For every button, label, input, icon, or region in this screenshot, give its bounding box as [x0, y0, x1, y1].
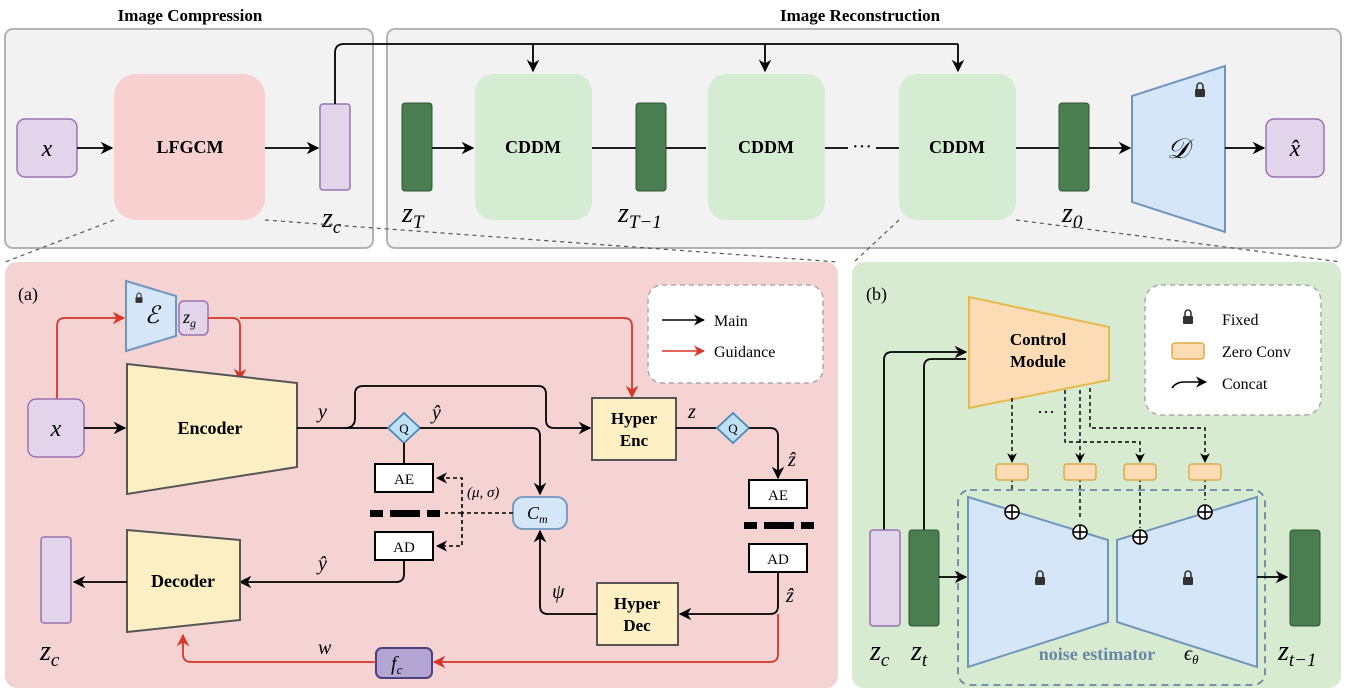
control-module-line1: Control [1010, 330, 1067, 349]
legend-main-label: Main [714, 313, 748, 330]
control-dots: ··· [1037, 402, 1055, 422]
cddm-block-3 [899, 74, 1016, 220]
zc-symbol: zc [321, 203, 342, 238]
zT-symbol: zT [401, 198, 425, 233]
zT-latent [401, 102, 433, 192]
noise-estimator-frame [957, 489, 1266, 686]
legend-concat-label: Concat [1222, 376, 1268, 393]
decoder-block [126, 528, 241, 634]
cddm-block-1 [475, 74, 592, 220]
panel-a-zc-latent [40, 536, 72, 624]
mu-sigma-label: (μ, σ) [467, 485, 499, 501]
cddm-label-2: CDDM [738, 137, 794, 157]
zhat-top-symbol: ẑ [787, 449, 796, 471]
panel-a-label: (a) [18, 284, 38, 305]
panel-b-zc-symbol: zc [869, 636, 890, 671]
panel-b-label: (b) [866, 284, 887, 305]
panel-b-zt-latent [908, 529, 940, 627]
reconstruction-panel [386, 28, 1342, 249]
panel-a-zc-symbol: zc [39, 636, 60, 671]
lfgcm-label: LFGCM [157, 137, 224, 157]
hyper-decoder-block [596, 582, 679, 646]
control-module-block [968, 295, 1110, 410]
noise-estimator-label: noise estimator [1039, 644, 1155, 664]
chain-ellipsis: ··· [852, 136, 872, 158]
zero-conv-3 [1123, 463, 1157, 481]
ae-label-left: AE [394, 472, 414, 488]
psi-symbol: ψ [552, 581, 565, 603]
legend-zero-conv-label: Zero Conv [1222, 344, 1291, 361]
encoder-e-symbol: ℰ [145, 303, 162, 329]
panel-b-zt-1-symbol: zt−1 [1277, 636, 1317, 671]
panel-b-zt-1-latent [1289, 529, 1321, 627]
quantizer-q1-label: Q [399, 421, 409, 436]
cddm-label-1: CDDM [505, 137, 561, 157]
w-symbol: w [318, 637, 332, 659]
panel-b-zc-latent [869, 529, 901, 627]
control-module-line2: Module [1010, 352, 1066, 371]
z0-symbol: z0 [1061, 198, 1083, 233]
cm-symbol: Cm [527, 503, 548, 526]
panel-a-x-label: x [50, 416, 62, 442]
hyper-dec-line2: Dec [623, 616, 651, 635]
y-symbol: y [316, 401, 327, 423]
bitstream-right [744, 522, 814, 529]
zero-conv-4 [1188, 463, 1222, 481]
encoder-block [126, 362, 298, 496]
quantizer-q2 [715, 411, 751, 445]
ad-block-left [374, 531, 434, 561]
panel-b-zt-symbol: zt [910, 636, 928, 671]
ae-label-right: AE [768, 488, 788, 504]
cddm-label-3: CDDM [929, 137, 985, 157]
reconstruction-title: Image Reconstruction [780, 6, 941, 25]
z0-latent [1058, 102, 1090, 192]
hyper-enc-line2: Enc [620, 431, 649, 450]
encoder-label: Encoder [178, 418, 243, 438]
output-xhat-label: x̂ [1289, 136, 1301, 162]
zhat-bottom-symbol: ẑ [785, 585, 794, 607]
yhat-top-symbol: ŷ [430, 402, 441, 424]
control-signals [1007, 388, 1210, 528]
legend-fixed-label: Fixed [1222, 312, 1258, 329]
bitstream-left [370, 510, 440, 517]
ae-block-right [748, 479, 808, 509]
input-x-label: x [41, 136, 53, 162]
zg-symbol: zg [182, 307, 196, 330]
z-symbol: z [687, 401, 696, 423]
hyper-enc-line1: Hyper [611, 409, 658, 428]
zT-1-symbol: zT−1 [617, 198, 662, 233]
legend-zero-conv-swatch [1171, 342, 1205, 360]
fc-block [375, 647, 433, 679]
yhat-bottom-symbol: ŷ [316, 553, 327, 575]
ad-label-left: AD [393, 540, 415, 556]
hyper-encoder-block [591, 397, 677, 461]
legend-a [647, 284, 824, 384]
hyper-dec-line1: Hyper [614, 594, 661, 613]
zT-1-latent [635, 102, 667, 192]
decoder-label: Decoder [151, 571, 215, 591]
legend-guidance-label: Guidance [714, 344, 775, 361]
fc-symbol: fc [391, 653, 403, 677]
ad-label-right: AD [767, 552, 789, 568]
lfgcm-block [114, 74, 265, 220]
add-ops [1004, 504, 1213, 545]
zero-conv-2 [1063, 463, 1097, 481]
ae-block-left [374, 463, 434, 493]
output-xhat-box [1265, 118, 1325, 178]
legend-concat-icon [1171, 376, 1208, 389]
epsilon-symbol: ϵθ [1184, 643, 1199, 667]
decoder-d-block [1131, 64, 1226, 234]
quantizer-q2-label: Q [728, 421, 738, 436]
zc-latent [319, 103, 351, 191]
cddm-block-2 [708, 74, 825, 220]
compression-title: Image Compression [118, 6, 263, 25]
zero-conv-1 [995, 463, 1029, 481]
